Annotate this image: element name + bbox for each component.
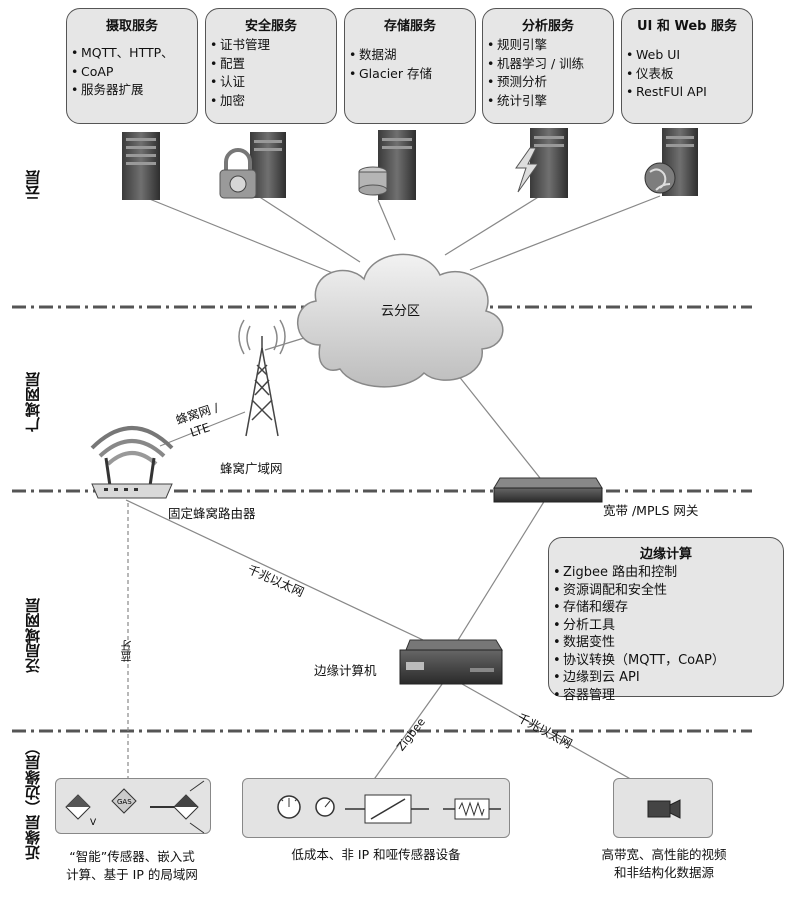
router-label: 固定蜂窝路由器 xyxy=(168,506,256,521)
ingestion-service-title: 摄取服务 xyxy=(105,19,158,34)
cloud-zone-icon xyxy=(297,253,504,388)
storage-item: 数据湖 xyxy=(349,46,475,65)
storage-item: Glacier 存储 xyxy=(349,65,475,84)
security-server-icon xyxy=(219,132,286,199)
smart-sensors-caption: “智能”传感器、嵌入式 计算、基于 IP 的局域网 xyxy=(28,848,236,884)
edge-computing-item: Zigbee 路由和控制 xyxy=(553,564,783,582)
ui-web-service-title: UI 和 Web 服务 xyxy=(637,19,737,34)
ingestion-item: 服务器扩展 xyxy=(71,81,197,100)
ui-web-service-box: UI 和 Web 服务 Web UI 仪表板 RestFUl API xyxy=(621,8,753,124)
voltage-text: V xyxy=(90,818,97,828)
low-cost-sensors-caption: 低成本、非 IP 和哑传感器设备 xyxy=(291,847,461,862)
analytics-server-icon xyxy=(515,128,568,198)
gas-sensor-text: GAS xyxy=(117,798,132,806)
video-sources-caption-line1: 高带宽、高性能的视频 xyxy=(601,847,727,862)
edge-computer-icon xyxy=(399,639,503,685)
video-sources-group xyxy=(613,778,713,838)
meter-icon xyxy=(315,797,335,817)
ingestion-item: MQTT、HTTP、 xyxy=(71,44,197,63)
video-sources-caption-line2: 和非结构化数据源 xyxy=(613,865,714,880)
edge-computing-item: 资源调配和安全性 xyxy=(553,582,783,600)
cellular-wan-label: 蜂窝广域网 xyxy=(220,461,283,476)
web-server-icon xyxy=(644,128,698,196)
ui-web-item: 仪表板 xyxy=(626,65,752,84)
smart-sensors-group: V GAS xyxy=(55,778,211,834)
analytics-item: 预测分析 xyxy=(487,73,613,92)
smart-sensors-caption-line1: “智能”传感器、嵌入式 xyxy=(69,849,195,864)
analytics-item: 统计引擎 xyxy=(487,92,613,111)
edge-computing-item: 边缘到云 API xyxy=(553,669,783,687)
low-cost-sensors-group xyxy=(242,778,510,838)
gas-sensor-icon: GAS xyxy=(111,788,137,814)
edge-computing-item: 协议转换（MQTT，CoAP） xyxy=(553,652,783,670)
video-sources-caption: 高带宽、高性能的视频 和非结构化数据源 xyxy=(570,846,758,882)
ingestion-service-box: 摄取服务 MQTT、HTTP、 CoAP 服务器扩展 xyxy=(66,8,198,124)
bluetooth-label: 蓝牙 xyxy=(120,640,133,662)
storage-server-icon xyxy=(358,130,416,200)
cell-tower-icon xyxy=(238,319,286,437)
layer-label-edge: 近缘层（边缘层） xyxy=(24,740,42,860)
storage-service-title: 存储服务 xyxy=(383,19,436,34)
ui-web-item: Web UI xyxy=(626,46,752,65)
edge-computing-item: 容器管理 xyxy=(553,687,783,705)
security-item: 加密 xyxy=(210,92,336,111)
gateway-label: 宽带 /MPLS 网关 xyxy=(603,503,699,518)
edge-computing-item: 分析工具 xyxy=(553,617,783,635)
ui-web-item: RestFUl API xyxy=(626,83,752,102)
security-item: 证书管理 xyxy=(210,36,336,55)
low-cost-sensor-icons xyxy=(277,794,501,824)
analytics-service-box: 分析服务 规则引擎 机器学习 / 训练 预测分析 统计引擎 xyxy=(482,8,614,124)
cloud-zone-label: 云分区 xyxy=(381,304,421,319)
gateway-icon xyxy=(493,477,603,503)
ingestion-item: CoAP xyxy=(71,63,197,82)
security-service-box: 安全服务 证书管理 配置 认证 加密 xyxy=(205,8,337,124)
analytics-item: 规则引擎 xyxy=(487,36,613,55)
layer-label-cloud: 云层 xyxy=(24,170,42,200)
edge-computing-item: 数据变性 xyxy=(553,634,783,652)
analytics-item: 机器学习 / 训练 xyxy=(487,55,613,74)
analytics-service-title: 分析服务 xyxy=(521,19,574,34)
ingestion-server-icon xyxy=(122,132,160,200)
light-sensor-icon xyxy=(150,780,205,834)
switch-icon xyxy=(345,794,429,824)
video-camera-icon xyxy=(647,799,681,819)
resistor-icon xyxy=(443,798,501,820)
voltage-sensor-icon: V xyxy=(65,794,97,828)
gauge-icon xyxy=(277,795,301,819)
edge-computing-item: 存储和缓存 xyxy=(553,599,783,617)
smart-sensors-caption-line2: 计算、基于 IP 的局域网 xyxy=(66,867,198,882)
router-icon xyxy=(90,426,174,499)
security-item: 配置 xyxy=(210,55,336,74)
edge-computer-label: 边缘计算机 xyxy=(314,663,377,678)
security-item: 认证 xyxy=(210,73,336,92)
connection-lines xyxy=(125,195,661,791)
layer-label-wan: 广域网层 xyxy=(24,372,42,432)
security-service-title: 安全服务 xyxy=(244,19,297,34)
edge-computing-title: 边缘计算 xyxy=(639,547,692,562)
layer-label-lan: 泛局域网层 xyxy=(24,598,42,673)
edge-computing-box: 边缘计算 Zigbee 路由和控制 资源调配和安全性 存储和缓存 分析工具 数据… xyxy=(548,537,784,704)
storage-service-box: 存储服务 数据湖 Glacier 存储 xyxy=(344,8,476,124)
smart-sensor-icons: V GAS xyxy=(65,780,205,834)
